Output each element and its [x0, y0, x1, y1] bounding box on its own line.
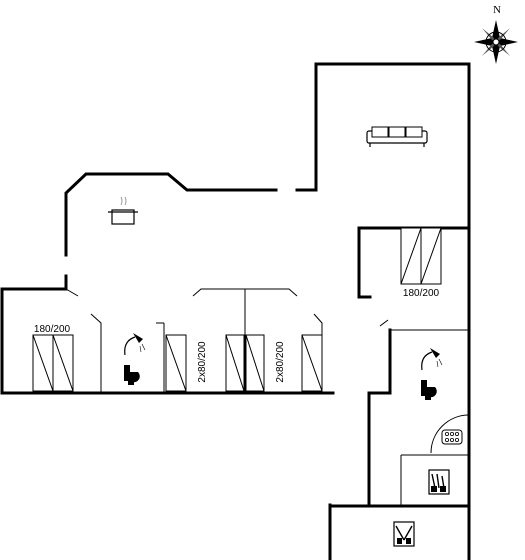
dishwasher-icon — [393, 521, 415, 547]
shower-icon — [124, 333, 146, 356]
sofa-icon — [366, 126, 428, 147]
bed-left — [32, 334, 74, 392]
cooking-pot-icon — [108, 196, 138, 225]
bed-mid-2 — [225, 334, 265, 392]
toilet-icon — [124, 365, 140, 385]
bed-label-right: 180/200 — [403, 288, 440, 299]
bed-mid-3 — [301, 334, 323, 392]
bed-label-left: 180/200 — [34, 324, 71, 335]
bed-mid-1 — [165, 334, 187, 392]
bed-right — [400, 227, 442, 285]
walls — [0, 62, 471, 560]
shower-icon — [421, 348, 443, 371]
bed-label-mid-1: 2x80/200 — [197, 341, 208, 383]
bed-label-mid-2: 2x80/200 — [275, 341, 286, 383]
compass-north-label: N — [493, 4, 501, 16]
washing-machine-icon — [428, 469, 450, 495]
hob-icon — [430, 414, 470, 454]
compass-rose-icon — [474, 20, 518, 64]
toilet-icon — [421, 380, 437, 400]
